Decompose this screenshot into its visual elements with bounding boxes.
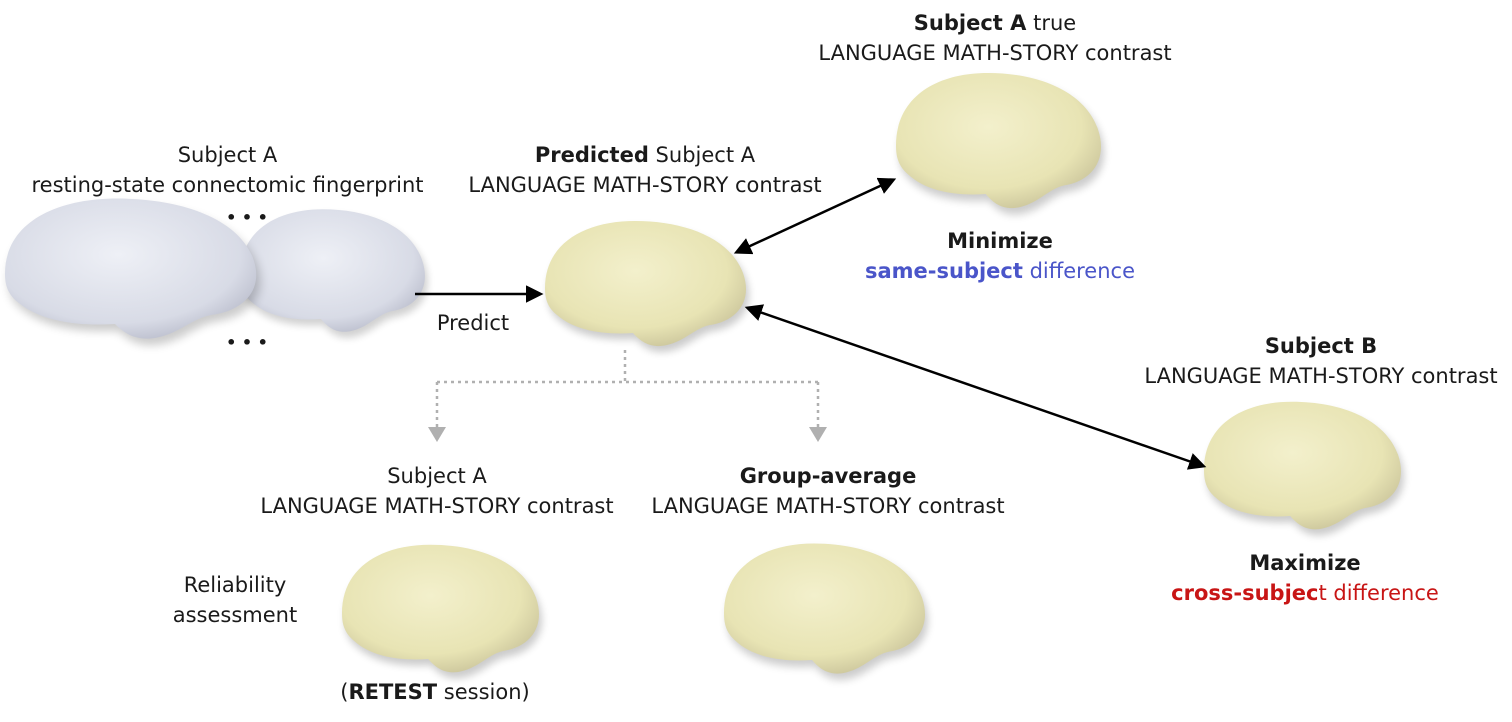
retest-rest: session) [437, 680, 530, 704]
maximize-bold: cross-subjec [1171, 581, 1319, 605]
cross-subject-double-arrow [744, 304, 1207, 470]
dotted-branch-connector [435, 350, 820, 428]
predict-label: Predict [436, 311, 510, 335]
dotted-arrowhead-left [428, 427, 446, 442]
subject-b-label: Subject B LANGUAGE MATH-STORY contrast [1132, 331, 1510, 391]
predicted-rest: Subject A [648, 143, 756, 167]
fingerprint-brain-back [240, 209, 428, 338]
maximize-label: Maximize cross-subject difference [1160, 548, 1450, 608]
true-a-label: Subject A true LANGUAGE MATH-STORY contr… [805, 8, 1185, 68]
fingerprint-brain-front [5, 198, 261, 346]
group-average-brain [724, 543, 929, 680]
group-label: Group-average LANGUAGE MATH-STORY contra… [638, 461, 1018, 521]
predicted-label: Predicted Subject A LANGUAGE MATH-STORY … [455, 140, 835, 200]
ellipsis-bottom: • • • [226, 333, 268, 352]
dotted-arrowhead-right [809, 427, 827, 442]
fingerprint-line2: resting-state connectomic fingerprint [31, 173, 424, 197]
minimize-subtitle: same-subject difference [860, 256, 1140, 286]
fingerprint-label: Subject A resting-state connectomic fing… [30, 140, 425, 200]
reliability-line1: Reliability [183, 573, 287, 597]
retest-session-label: (RETEST session) [330, 677, 540, 707]
retest-line2: LANGUAGE MATH-STORY contrast [260, 494, 614, 518]
retest-line1: Subject A [387, 464, 487, 488]
minimize-bold: same-subject [864, 259, 1023, 283]
predicted-title: Predicted Subject A [455, 140, 835, 170]
minimize-title: Minimize [947, 229, 1053, 253]
predicted-line2: LANGUAGE MATH-STORY contrast [468, 173, 822, 197]
maximize-rest: t difference [1318, 581, 1439, 605]
ellipsis-top: • • • [226, 208, 268, 227]
predicted-brain [545, 221, 750, 353]
group-title: Group-average [739, 464, 917, 488]
fingerprint-line1: Subject A [177, 143, 278, 167]
true-a-line2: LANGUAGE MATH-STORY contrast [818, 41, 1172, 65]
maximize-title: Maximize [1249, 551, 1361, 575]
minimize-rest: difference [1022, 259, 1136, 283]
maximize-subtitle: cross-subject difference [1160, 578, 1450, 608]
subject-b-brain [1204, 401, 1404, 536]
retest-bold: RETEST [348, 680, 438, 704]
retest-label: Subject A LANGUAGE MATH-STORY contrast [247, 461, 627, 521]
reliability-label: Reliability assessment [160, 570, 310, 630]
group-line2: LANGUAGE MATH-STORY contrast [651, 494, 1005, 518]
minimize-label: Minimize same-subject difference [860, 226, 1140, 286]
predicted-bold: Predicted [534, 143, 649, 167]
subject-a-true-brain [896, 73, 1105, 215]
true-a-bold: Subject A [913, 11, 1027, 35]
retest-open: ( [340, 680, 349, 704]
retest-brain [342, 544, 542, 679]
subject-b-line2: LANGUAGE MATH-STORY contrast [1144, 364, 1498, 388]
subject-b-title: Subject B [1264, 334, 1378, 358]
true-a-rest: true [1026, 11, 1077, 35]
true-a-title: Subject A true [805, 8, 1185, 38]
reliability-line2: assessment [172, 603, 298, 627]
same-subject-double-arrow [733, 177, 897, 255]
